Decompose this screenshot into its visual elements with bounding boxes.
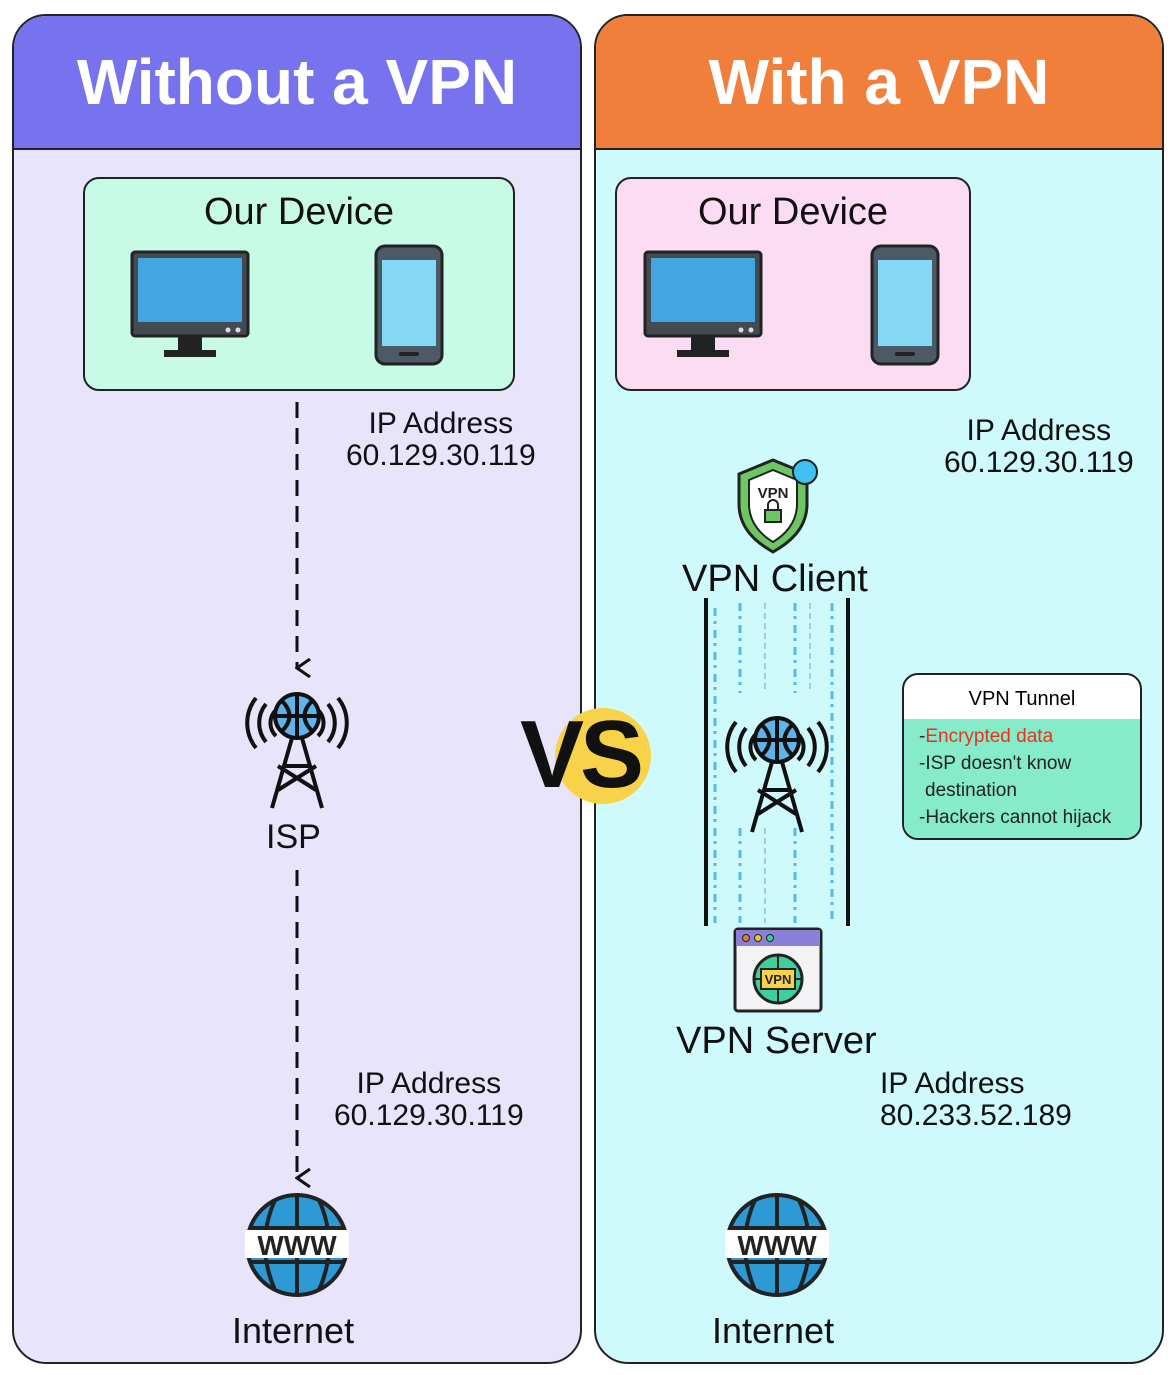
- vpn-shield-icon: VPN: [737, 458, 819, 554]
- vpn-client-label: VPN Client: [682, 558, 868, 600]
- vs-circle: [555, 708, 651, 804]
- isp-item-cont: destination: [925, 780, 1017, 801]
- phone-icon: [870, 244, 940, 366]
- internet-globe-icon: WWW: [245, 1193, 351, 1297]
- tunnel-box-title: VPN Tunnel: [968, 688, 1076, 710]
- ip-label: IP Address: [966, 414, 1112, 447]
- shield-text: VPN: [758, 485, 789, 502]
- internet-globe-icon: WWW: [725, 1193, 831, 1297]
- internet-label: Internet: [232, 1310, 355, 1351]
- vpn-tunnel: [704, 598, 850, 926]
- panel-title: Without a VPN: [14, 16, 580, 150]
- ip-value: 80.233.52.189: [880, 1099, 1072, 1132]
- vs-label: VS: [520, 701, 644, 808]
- server-badge-text: VPN: [765, 972, 792, 987]
- ip-value: 60.129.30.119: [346, 439, 536, 472]
- isp-label: ISP: [266, 818, 321, 856]
- monitor-icon: [643, 250, 763, 359]
- device-title: Our Device: [697, 191, 889, 233]
- vpn-server-icon: VPN: [733, 927, 823, 1013]
- with-vpn-panel: With a VPN: [594, 14, 1164, 1364]
- ip-label: IP Address: [356, 1067, 502, 1100]
- isp-tower-icon: [245, 692, 349, 810]
- vpn-tunnel-info-box: VPN Tunnel -Encrypted data -ISP doesn't …: [902, 673, 1142, 840]
- tower-icon: [725, 716, 829, 834]
- device-title: Our Device: [203, 191, 395, 233]
- encrypted-data-item: Encrypted data: [925, 726, 1054, 747]
- panel-title: With a VPN: [596, 16, 1162, 150]
- ip-label: IP Address: [368, 407, 514, 440]
- ip-label: IP Address: [880, 1067, 1025, 1100]
- isp-item: -ISP doesn't know: [919, 753, 1072, 774]
- www-text: WWW: [737, 1230, 817, 1261]
- bullet-dash: -: [919, 726, 926, 747]
- internet-label: Internet: [712, 1310, 835, 1351]
- www-text: WWW: [257, 1230, 337, 1261]
- ip-value: 60.129.30.119: [944, 446, 1134, 479]
- hackers-item: -Hackers cannot hijack: [919, 807, 1112, 828]
- ip-value: 60.129.30.119: [334, 1099, 524, 1132]
- vpn-server-label: VPN Server: [676, 1020, 877, 1062]
